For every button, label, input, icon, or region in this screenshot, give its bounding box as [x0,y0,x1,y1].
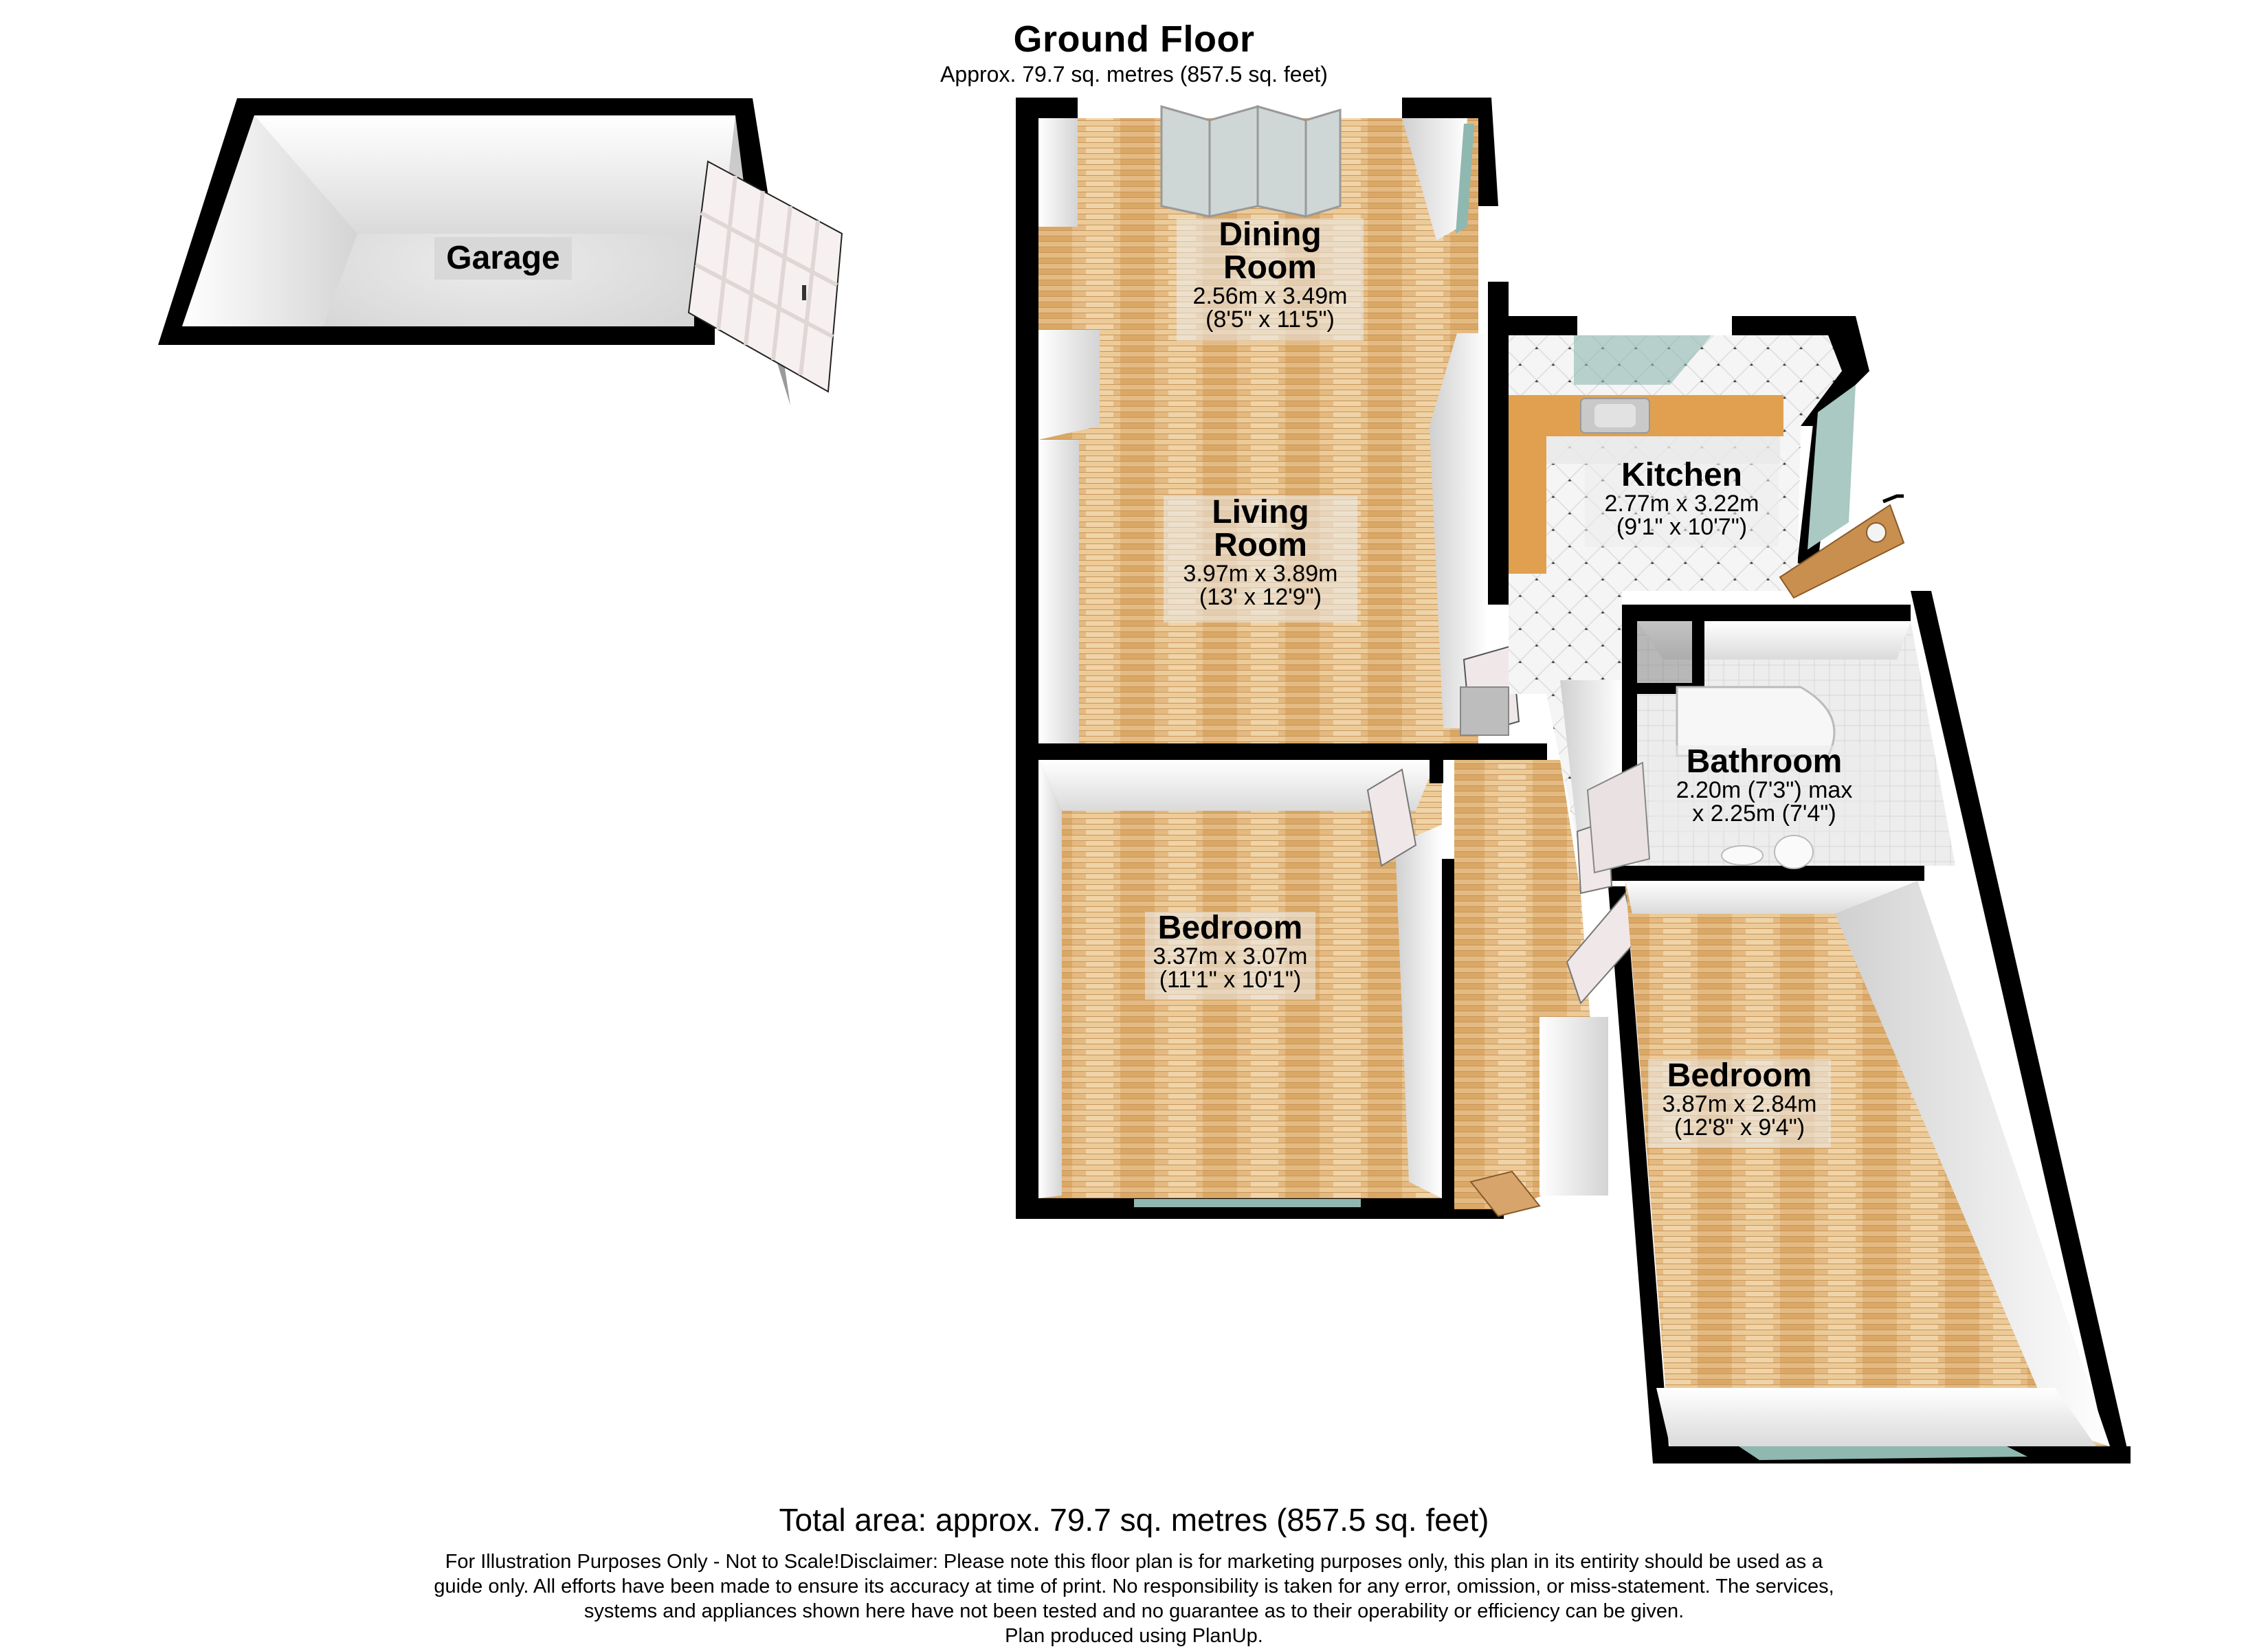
bedroom2-window [1739,1446,2027,1460]
garage-door-handle-icon [802,285,806,300]
basin-icon [1721,845,1764,866]
window [1456,124,1474,234]
room-dimensions-metric: 3.87m x 2.84m [1662,1091,1817,1117]
plan-credit: Plan produced using PlanUp. [1005,1625,1263,1647]
room-label-bedroom-1: Bedroom 3.37m x 3.07m (11'1" x 10'1") [1145,912,1315,1000]
kitchen-window [1574,335,1711,385]
disclaimer: For Illustration Purposes Only - Not to … [385,1549,1883,1648]
room-dimensions-metric: 3.97m x 3.89m [1183,561,1338,587]
room-dimensions-imperial: (8'5" x 11'5") [1205,306,1335,333]
room-dimensions-imperial: (13' x 12'9") [1199,584,1322,610]
disclaimer-line: systems and appliances shown here have n… [583,1600,1685,1622]
room-dimensions-imperial: (9'1" x 10'7") [1616,514,1748,540]
floor-title: Ground Floor [1013,19,1255,60]
room-label-bathroom: Bathroom 2.20m (7'3") max x 2.25m (7'4") [1652,745,1877,833]
garage-door[interactable] [687,160,843,405]
room-name: Room [1214,527,1307,563]
room-name: Bedroom [1157,910,1303,946]
room-name: Living [1212,494,1309,530]
toilet-icon [1774,835,1814,869]
room-dimensions-metric: 3.37m x 3.07m [1153,943,1308,969]
room-name: Dining [1219,216,1322,253]
room-dimensions-metric: 2.77m x 3.22m [1604,491,1759,517]
dining-living-room [1038,105,1520,743]
kitchen-back-door[interactable] [1779,494,1905,599]
room-label-bedroom-2: Bedroom 3.87m x 2.84m (12'8" x 9'4") [1648,1059,1831,1147]
room-label-garage: Garage [434,237,572,280]
bedroom1-door[interactable] [1366,768,1417,867]
cupboard-icon [1460,686,1509,736]
disclaimer-line: guide only. All efforts have been made t… [434,1575,1834,1597]
room-name: Kitchen [1621,457,1742,493]
room-dimensions-metric: 2.56m x 3.49m [1192,283,1348,309]
room-name: Bathroom [1686,743,1843,780]
room-label-living-room: Living Room 3.97m x 3.89m (13' x 12'9") [1164,496,1357,622]
kitchen-side-window [1808,385,1856,550]
bedroom-2 [1625,881,2110,1460]
bifold-patio-doors[interactable] [1160,105,1342,218]
total-area: Total area: approx. 79.7 sq. metres (857… [779,1502,1489,1538]
room-dimensions-imperial: (11'1" x 10'1") [1159,967,1302,993]
disclaimer-line: For Illustration Purposes Only - Not to … [445,1551,1823,1573]
front-door[interactable] [1469,1170,1541,1218]
room-name: Room [1223,249,1317,286]
floor-area-subtitle: Approx. 79.7 sq. metres (857.5 sq. feet) [940,62,1328,87]
house-walls [1016,98,2131,1463]
bedroom1-window [1134,1199,1361,1207]
room-dimensions-line2: x 2.25m (7'4") [1692,800,1836,827]
room-dimensions-line1: 2.20m (7'3") max [1676,777,1853,803]
garage [158,98,843,405]
room-label-kitchen: Kitchen 2.77m x 3.22m (9'1" x 10'7") [1585,459,1779,547]
room-name: Bedroom [1667,1057,1812,1094]
room-label-dining-room: Dining Room 2.56m x 3.49m (8'5" x 11'5") [1177,218,1364,341]
room-dimensions-imperial: (12'8" x 9'4") [1674,1114,1805,1141]
